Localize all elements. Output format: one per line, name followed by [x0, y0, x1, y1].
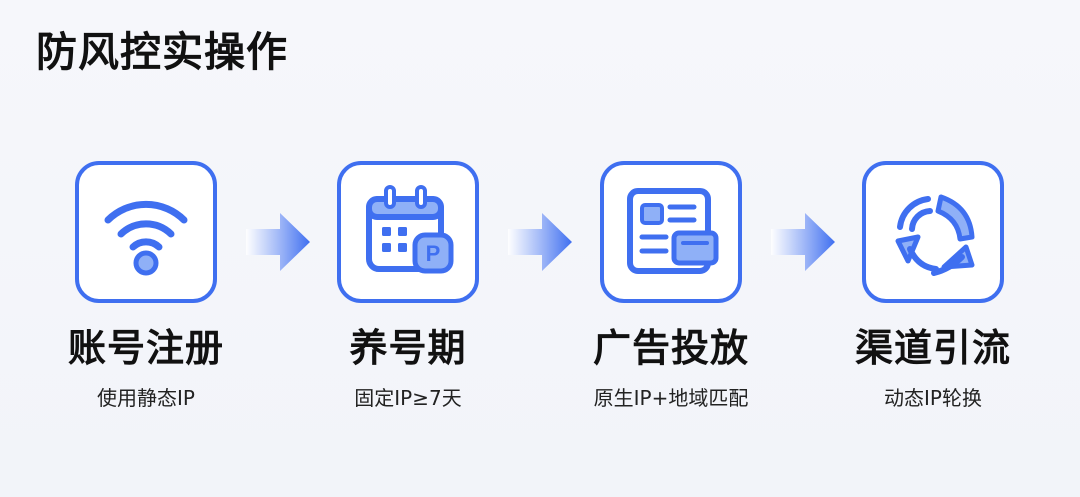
right-arrow-icon: [508, 213, 572, 271]
step-icon-tile: [862, 161, 1004, 303]
right-arrow-icon: [246, 213, 310, 271]
step-account-registration: 账号注册 使用静态IP: [31, 161, 261, 411]
parking-letter: P: [426, 241, 441, 266]
calendar-parking-icon: P: [366, 185, 454, 274]
step-title: 养号期: [349, 326, 467, 370]
ad-board-icon: [627, 188, 719, 274]
step-icon-tile: [600, 161, 742, 303]
step-ad-placement: 广告投放 原生IP+地域匹配: [556, 161, 786, 411]
rotation-icon: [895, 194, 975, 276]
step-account-nurturing: P 养号期 固定IP≥7天: [293, 161, 523, 411]
step-title: 账号注册: [67, 326, 224, 370]
step-title: 广告投放: [592, 326, 749, 370]
step-subtitle: 动态IP轮换: [884, 386, 982, 410]
step-icon-tile: P: [337, 161, 479, 303]
step-subtitle: 原生IP+地域匹配: [593, 386, 749, 410]
wifi-icon: [104, 200, 188, 276]
right-arrow-icon: [771, 213, 835, 271]
step-title: 渠道引流: [854, 326, 1011, 370]
step-subtitle: 使用静态IP: [97, 386, 195, 410]
page-title: 防风控实操作: [36, 28, 288, 76]
step-icon-tile: [75, 161, 217, 303]
step-channel-traffic: 渠道引流 动态IP轮换: [818, 161, 1048, 411]
step-subtitle: 固定IP≥7天: [354, 386, 462, 410]
